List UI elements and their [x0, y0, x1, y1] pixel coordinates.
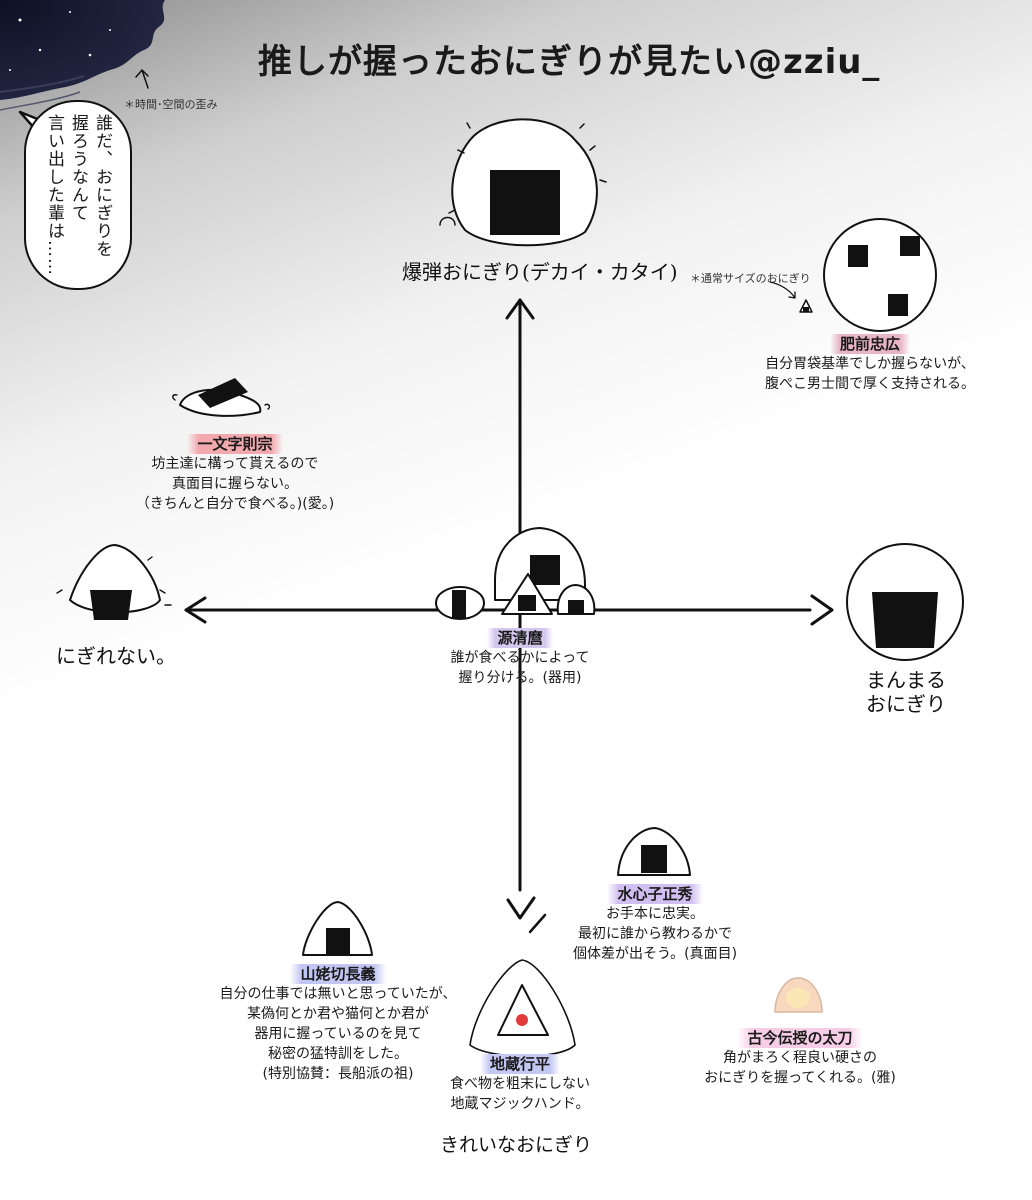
character-description: 坊主達に構って貰えるので 真面目に握らない。 （きちんと自分で食べる。)(愛。)	[135, 456, 335, 512]
axis-label-left: にぎれない。	[56, 644, 176, 668]
distortion-note: ＊時間･空間の歪み	[124, 98, 218, 111]
character-description: 角がまろく程良い硬さの おにぎりを握ってくれる。(雅)	[704, 1050, 896, 1086]
bomb-onigiri-icon	[439, 118, 607, 247]
character-kokin: 古今伝授の太刀 角がまろく程良い硬さの おにぎりを握ってくれる。(雅)	[675, 1028, 925, 1088]
bottom-arrow-head	[506, 896, 536, 920]
axis-label-top: 爆弾おにぎり(デカイ・カタイ)	[402, 260, 678, 284]
top-arrow-head	[505, 298, 535, 320]
crumbling-onigiri-icon	[56, 544, 172, 620]
axis-label-bottom: きれいなおにぎり	[440, 1134, 593, 1156]
flat-onigiri-icon	[172, 378, 271, 417]
right-arrow-head	[810, 594, 834, 626]
character-description: 食べ物を粗末にしない 地蔵マジックハンド。	[450, 1076, 590, 1112]
character-name: 肥前忠広	[829, 334, 910, 354]
character-hizen: 肥前忠広 自分胃袋基準でしか握らないが、 腹ぺこ男士間で厚く支持される。	[735, 334, 1005, 394]
character-description: 誰が食べるかによって 握り分ける。(器用)	[450, 650, 590, 686]
textbook-onigiri-icon	[617, 827, 691, 876]
character-suishinshi: 水心子正秀 お手本に忠実。 最初に誰から教わるかで 個体差が出そう。(真面目)	[530, 884, 780, 964]
big-round-onigiri-icon	[769, 218, 937, 332]
character-name: 地蔵行平	[479, 1054, 560, 1074]
speech-bubble-text: 誰だ、おにぎりを 握ろうなんて 言い出した輩は……	[44, 114, 112, 276]
normal-size-note: ＊通常サイズのおにぎり	[690, 272, 811, 285]
rounded-onigiri-icon	[774, 977, 823, 1013]
character-name: 一文字則宗	[187, 434, 283, 454]
page-title: 推しが握ったおにぎりが見たい@zziu_	[258, 42, 881, 82]
character-name: 水心子正秀	[607, 884, 703, 904]
character-description: お手本に忠実。 最初に誰から教わるかで 個体差が出そう。(真面目)	[572, 906, 738, 962]
distortion-arrow	[135, 69, 149, 89]
character-kiyomaro: 源清麿 誰が食べるかによって 握り分ける。(器用)	[405, 628, 635, 688]
character-jizo: 地蔵行平 食べ物を粗末にしない 地蔵マジックハンド。	[420, 1054, 620, 1114]
axis-label-right: まんまる おにぎり	[866, 668, 946, 716]
character-description: 自分胃袋基準でしか握らないが、 腹ぺこ男士間で厚く支持される。	[765, 356, 975, 392]
character-name: 源清麿	[487, 628, 553, 648]
left-arrow-head	[184, 596, 207, 624]
character-description: 自分の仕事では無いと思っていたが、 某偽何とか君や猫何とか君が 器用に握っている…	[219, 986, 457, 1082]
character-ichimonji: 一文字則宗 坊主達に構って貰えるので 真面目に握らない。 （きちんと自分で食べる…	[95, 434, 375, 514]
speech-bubble: 誰だ、おにぎりを 握ろうなんて 言い出した輩は……	[24, 100, 132, 290]
round-onigiri-icon	[846, 543, 964, 661]
character-chogi: 山姥切長義 自分の仕事では無いと思っていたが、 某偽何とか君や猫何とか君が 器用…	[178, 964, 498, 1084]
triangle-onigiri-icon	[302, 901, 373, 956]
character-name: 古今伝授の太刀	[737, 1028, 863, 1048]
character-name: 山姥切長義	[290, 964, 386, 984]
assorted-onigiri-icon	[435, 527, 596, 620]
